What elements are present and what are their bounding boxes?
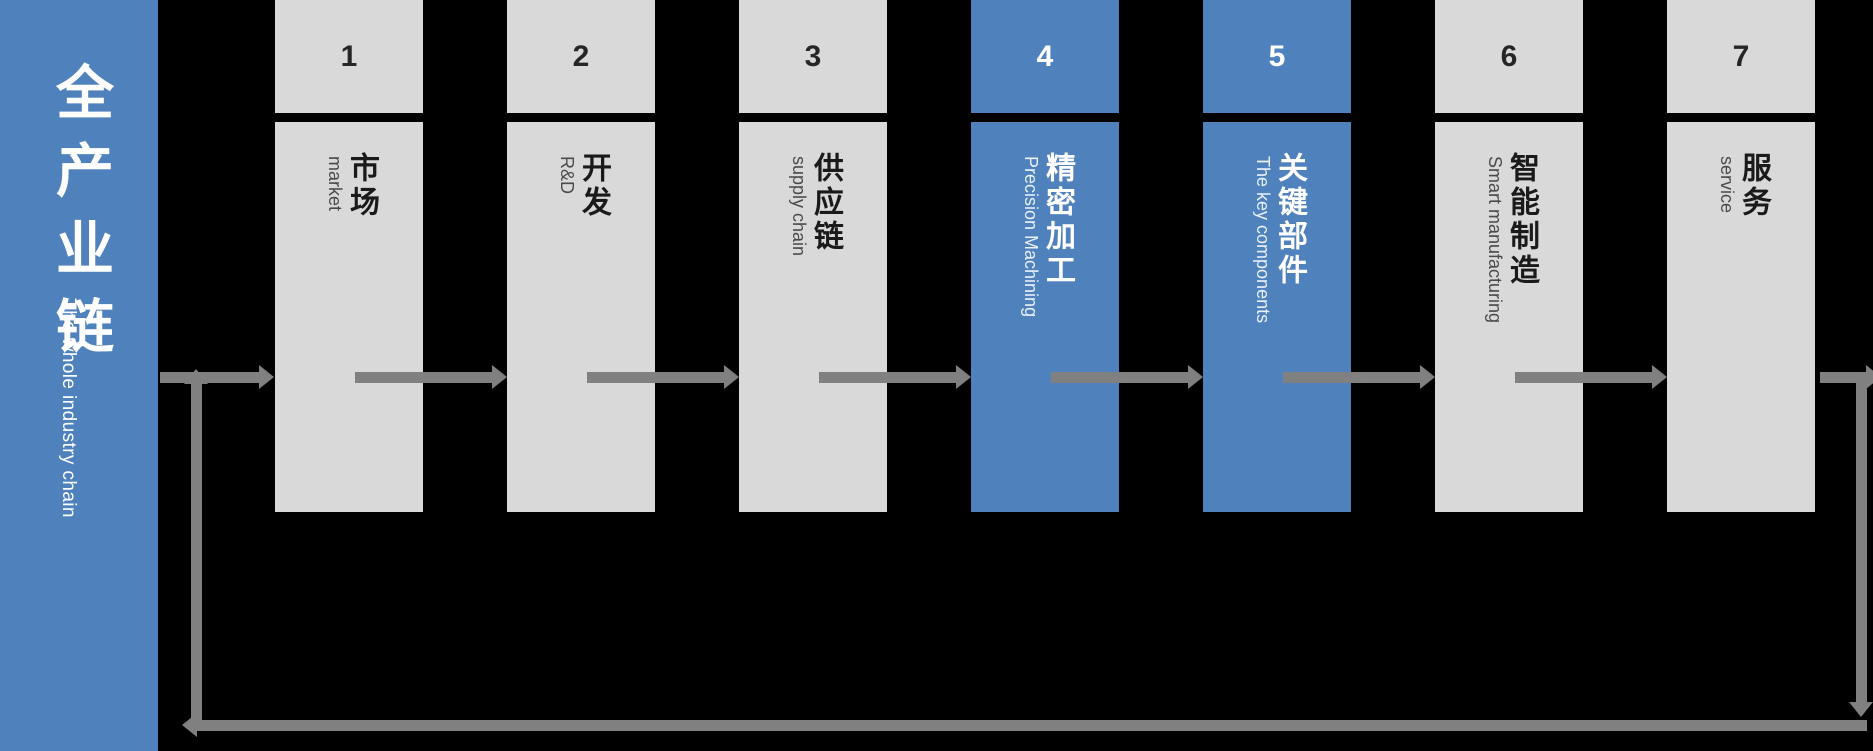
step-label-stack-4: 精密加工 Precision Machining <box>971 152 1119 512</box>
step-body-4[interactable]: 精密加工 Precision Machining <box>971 122 1119 512</box>
step-label-stack-7: 服务 service <box>1667 152 1815 512</box>
step-label-en-7: service <box>1717 156 1737 214</box>
arrowhead-icon <box>1866 365 1873 389</box>
step-label-cn-2: 开发 <box>577 152 610 220</box>
arrowhead-icon <box>1188 365 1203 389</box>
step-label-cn-5: 关键部件 <box>1273 152 1306 288</box>
step-body-3[interactable]: 供应链 supply chain <box>739 122 887 512</box>
flow-arrow-6-to-7 <box>1515 365 1667 389</box>
step-label-cn-3: 供应链 <box>809 152 842 254</box>
step-column-7[interactable]: 7 服务 service <box>1667 0 1815 751</box>
step-label-stack-1: 市场 market <box>275 152 423 512</box>
step-label-cn-6: 智能制造 <box>1505 152 1538 288</box>
flow-arrow-2-to-3 <box>587 365 739 389</box>
flow-arrow-into-step-1 <box>160 365 274 389</box>
step-column-5[interactable]: 5 关键部件 The key components <box>1203 0 1351 751</box>
feedback-arrow-return-bottom <box>182 713 1867 737</box>
step-label-cn-4: 精密加工 <box>1041 152 1074 288</box>
arrowhead-icon <box>259 365 274 389</box>
step-column-2[interactable]: 2 开发 R&D <box>507 0 655 751</box>
step-label-en-5: The key components <box>1253 156 1273 324</box>
arrowhead-icon <box>1420 365 1435 389</box>
flow-arrow-4-to-5 <box>1051 365 1203 389</box>
step-number-badge-4: 4 <box>971 0 1119 113</box>
step-label-en-4: Precision Machining <box>1021 156 1041 318</box>
arrowhead-icon <box>184 369 208 384</box>
flow-arrow-5-to-6 <box>1283 365 1435 389</box>
step-label-en-2: R&D <box>557 156 577 195</box>
step-number-badge-3: 3 <box>739 0 887 113</box>
title-panel: 全产业链 The whole industry chain <box>0 0 158 751</box>
feedback-arrow-down <box>1849 383 1873 717</box>
step-number-badge-2: 2 <box>507 0 655 113</box>
arrowhead-icon <box>724 365 739 389</box>
step-number-badge-6: 6 <box>1435 0 1583 113</box>
step-number-badge-5: 5 <box>1203 0 1351 113</box>
step-column-4[interactable]: 4 精密加工 Precision Machining <box>971 0 1119 751</box>
flow-arrow-1-to-2 <box>355 365 507 389</box>
step-label-cn-7: 服务 <box>1737 152 1770 220</box>
step-body-7[interactable]: 服务 service <box>1667 122 1815 512</box>
arrowhead-icon <box>956 365 971 389</box>
step-body-1[interactable]: 市场 market <box>275 122 423 512</box>
step-number-badge-1: 1 <box>275 0 423 113</box>
step-label-stack-2: 开发 R&D <box>507 152 655 512</box>
title-english: The whole industry chain <box>58 298 79 518</box>
step-label-stack-5: 关键部件 The key components <box>1203 152 1351 512</box>
feedback-arrow-exit-stub <box>1820 365 1873 389</box>
flow-arrow-3-to-4 <box>819 365 971 389</box>
step-body-5[interactable]: 关键部件 The key components <box>1203 122 1351 512</box>
arrowhead-icon <box>1652 365 1667 389</box>
step-column-1[interactable]: 1 市场 market <box>275 0 423 751</box>
title-chinese: 全产业链 <box>47 62 112 374</box>
step-label-en-3: supply chain <box>789 156 809 257</box>
step-body-6[interactable]: 智能制造 Smart manufacturing <box>1435 122 1583 512</box>
step-body-2[interactable]: 开发 R&D <box>507 122 655 512</box>
step-label-cn-1: 市场 <box>345 152 378 220</box>
step-column-6[interactable]: 6 智能制造 Smart manufacturing <box>1435 0 1583 751</box>
step-label-en-6: Smart manufacturing <box>1485 156 1505 324</box>
step-label-stack-3: 供应链 supply chain <box>739 152 887 512</box>
arrowhead-icon <box>492 365 507 389</box>
feedback-arrow-up <box>184 369 208 720</box>
arrowhead-icon <box>1849 702 1873 717</box>
step-number-badge-7: 7 <box>1667 0 1815 113</box>
step-label-stack-6: 智能制造 Smart manufacturing <box>1435 152 1583 512</box>
step-column-3[interactable]: 3 供应链 supply chain <box>739 0 887 751</box>
step-label-en-1: market <box>325 156 345 212</box>
title-panel-text-wrap: 全产业链 <box>0 0 158 751</box>
